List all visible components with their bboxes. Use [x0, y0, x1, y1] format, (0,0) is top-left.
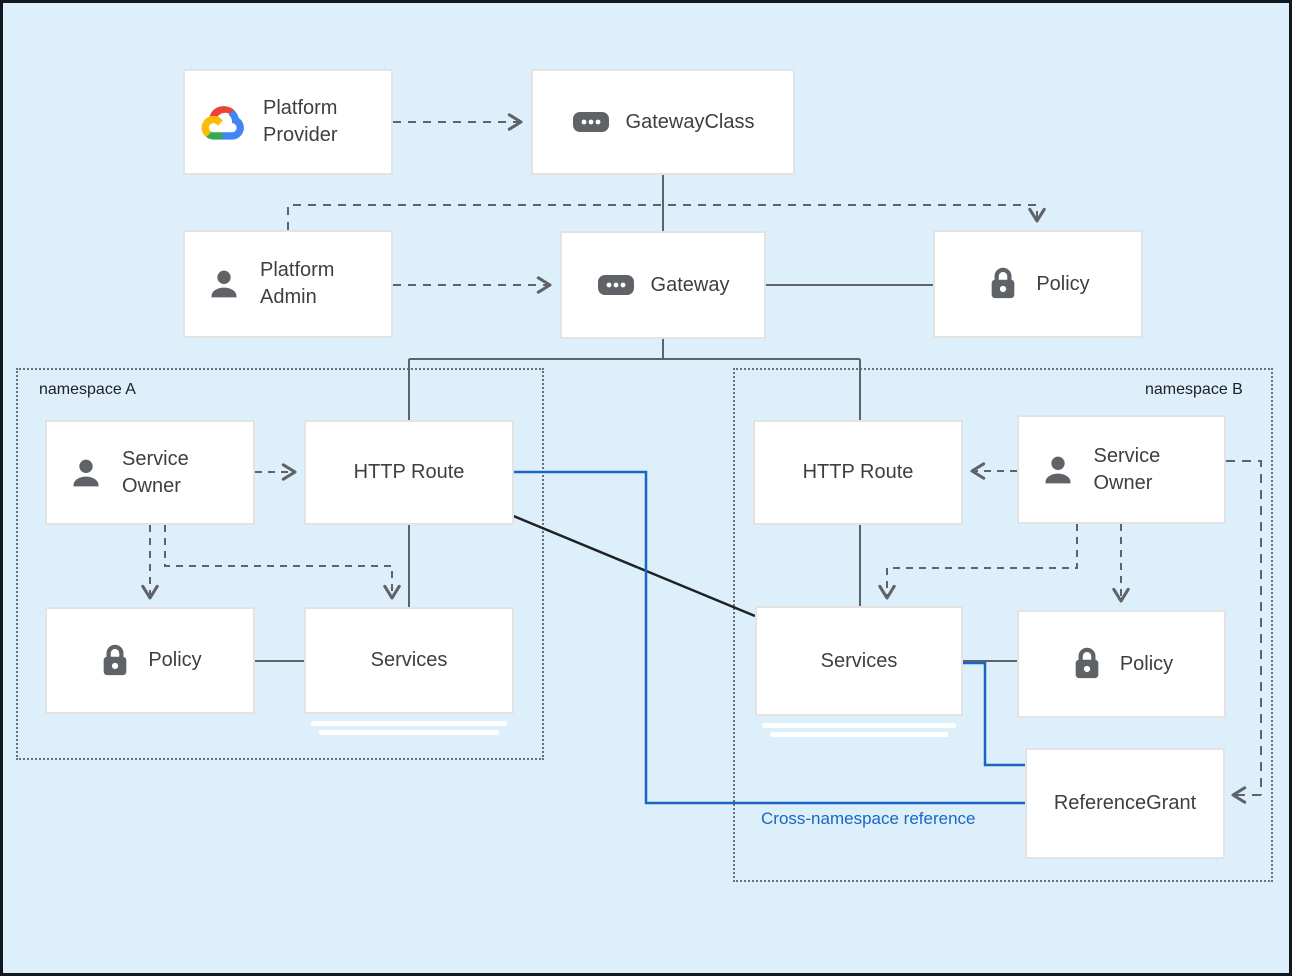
node-label: Platform Admin — [260, 259, 335, 308]
lock-icon — [98, 642, 132, 680]
services-a-stack-line — [319, 730, 499, 735]
node-service-owner-b: Service Owner — [1017, 415, 1226, 524]
node-label: Gateway — [650, 273, 730, 296]
node-policy-b: Policy — [1017, 610, 1226, 718]
lock-icon — [1070, 645, 1104, 683]
lock-icon — [986, 265, 1020, 303]
resource-chip-icon — [572, 110, 610, 134]
namespace-b-container — [733, 368, 1273, 882]
services-b-stack-line — [762, 723, 956, 728]
node-platform-admin: Platform Admin — [183, 230, 393, 338]
node-label: Services — [370, 649, 448, 671]
cross-namespace-reference-label: Cross-namespace reference — [761, 809, 976, 828]
node-http-route-a: HTTP Route — [304, 420, 514, 525]
connector-lines — [141, 113, 1262, 976]
node-policy-a: Policy — [45, 607, 255, 714]
node-label: Platform Provider — [263, 97, 338, 146]
namespace-b-label: namespace B — [1145, 381, 1243, 398]
node-reference-grant: ReferenceGrant — [1025, 748, 1225, 859]
google-cloud-logo-icon — [201, 103, 247, 141]
node-label: GatewayClass — [625, 110, 755, 133]
node-policy-top: Policy — [933, 230, 1143, 338]
person-icon — [204, 264, 244, 304]
resource-chip-icon — [597, 273, 635, 297]
node-label: Policy — [1036, 272, 1090, 295]
person-icon — [1038, 450, 1078, 490]
namespace-a-label: namespace A — [39, 381, 136, 398]
person-icon — [66, 453, 106, 493]
node-gateway: Gateway — [560, 231, 766, 339]
node-gateway-class: GatewayClass — [531, 69, 795, 175]
services-b-stack-line — [770, 732, 948, 737]
node-label: Service Owner — [122, 447, 189, 497]
node-label: Policy — [1119, 652, 1174, 675]
node-platform-provider: Platform Provider — [183, 69, 393, 175]
node-services-a: Services — [304, 607, 514, 714]
node-services-b: Services — [755, 606, 963, 716]
node-label: Services — [820, 649, 898, 672]
node-service-owner-a: Service Owner — [45, 420, 255, 525]
node-label: HTTP Route — [353, 461, 465, 483]
node-label: Policy — [148, 649, 202, 671]
node-label: ReferenceGrant — [1053, 792, 1197, 814]
services-a-stack-line — [311, 721, 507, 726]
node-label: HTTP Route — [802, 461, 914, 483]
node-http-route-b: HTTP Route — [753, 420, 963, 525]
node-label: Service Owner — [1093, 444, 1161, 494]
namespace-a-container — [16, 368, 544, 760]
